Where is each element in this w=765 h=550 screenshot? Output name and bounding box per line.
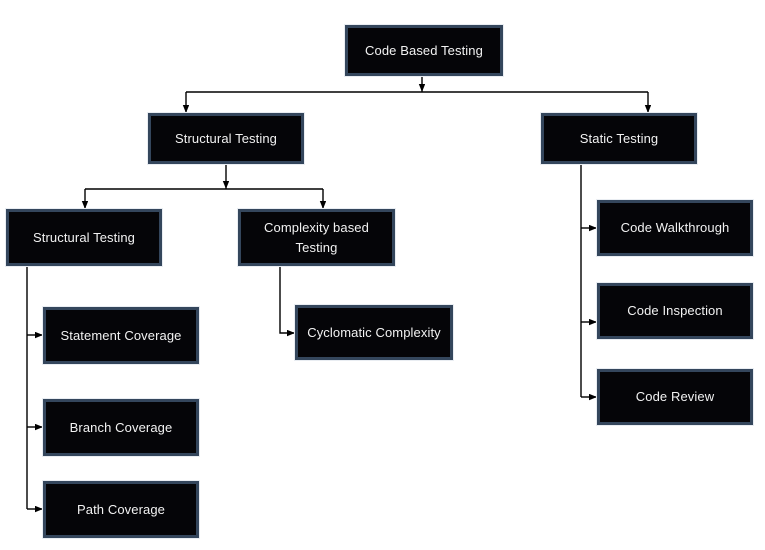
edge-structural-testing-1-to-bus — [85, 164, 323, 190]
node-label: Structural Testing — [175, 130, 277, 146]
edge-root-to-bus — [186, 76, 648, 93]
node-code-inspection[interactable]: Code Inspection — [597, 283, 753, 339]
node-label: Code Inspection — [627, 303, 723, 318]
node-label: Code Walkthrough — [620, 220, 730, 235]
node-complexity-based-testing[interactable]: Complexity based Testing — [238, 209, 395, 266]
node-label: Cyclomatic Complexity — [307, 324, 441, 340]
node-label: Branch Coverage — [69, 419, 173, 435]
node-label: Path Coverage — [76, 501, 166, 517]
node-static-testing[interactable]: Static Testing — [541, 113, 697, 164]
node-code-review[interactable]: Code Review — [597, 369, 753, 425]
node-label: Statement Coverage — [60, 327, 182, 343]
node-label: Code Review — [635, 389, 715, 404]
node-label: Structural Testing — [33, 229, 135, 245]
node-cyclomatic-complexity[interactable]: Cyclomatic Complexity — [295, 305, 453, 360]
node-code-based-testing[interactable]: Code Based Testing — [345, 25, 503, 76]
node-statement-coverage[interactable]: Statement Coverage — [43, 307, 199, 364]
node-label: Complexity based Testing — [264, 219, 369, 255]
node-code-walkthrough[interactable]: Code Walkthrough — [597, 200, 753, 256]
node-structural-testing-level1[interactable]: Structural Testing — [148, 113, 304, 164]
node-label: Code Based Testing — [365, 42, 483, 58]
node-label: Static Testing — [579, 130, 659, 146]
node-branch-coverage[interactable]: Branch Coverage — [43, 399, 199, 456]
edge-complexity-to-cyclomatic-complexity — [279, 266, 295, 337]
node-structural-testing-level2[interactable]: Structural Testing — [6, 209, 162, 266]
node-path-coverage[interactable]: Path Coverage — [43, 481, 199, 538]
